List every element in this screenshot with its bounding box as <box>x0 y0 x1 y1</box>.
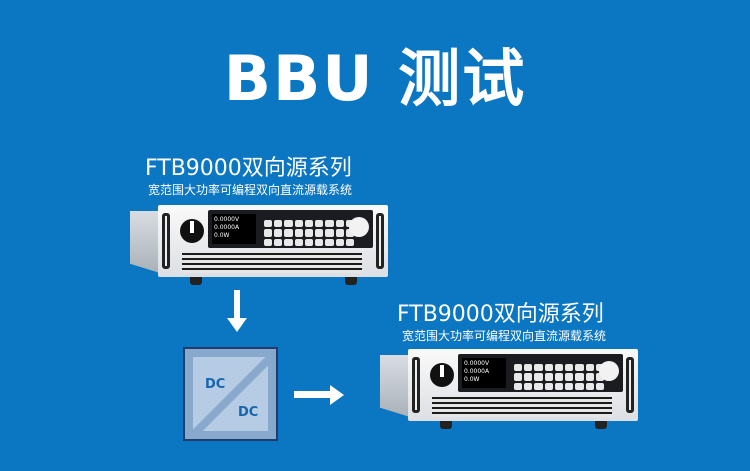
power-knob <box>180 219 204 243</box>
handle-right <box>376 213 384 269</box>
product-description-bottom: 宽范围大功率可编程双向直流源载系统 <box>402 329 607 343</box>
device-side <box>130 211 160 273</box>
dc-input-label: DC <box>205 377 226 392</box>
power-knob <box>430 363 454 387</box>
product-description-top: 宽范围大功率可编程双向直流源载系统 <box>148 183 353 197</box>
page-title: BBU 测试 <box>223 42 527 115</box>
arrow-right-icon <box>294 385 344 405</box>
lcd-voltage: 0.0000V <box>214 216 240 223</box>
lcd-current: 0.0000A <box>464 368 490 375</box>
arrow-down-icon <box>227 290 247 332</box>
vents <box>182 253 362 273</box>
lcd-voltage: 0.0000V <box>464 360 490 367</box>
product-name-top: FTB9000双向源系列 <box>145 156 352 181</box>
handle-right <box>626 357 634 413</box>
keypad <box>514 364 604 390</box>
handle-left <box>162 213 170 269</box>
device-side <box>380 355 410 417</box>
keypad <box>264 220 354 246</box>
dc-dc-converter: DC DC <box>183 347 278 441</box>
lcd-power: 0.0W <box>214 232 230 239</box>
vents <box>432 397 612 417</box>
foot <box>595 421 607 429</box>
rotary-dial <box>349 217 369 237</box>
lcd-power: 0.0W <box>464 376 480 383</box>
foot <box>345 277 357 285</box>
product-name-bottom: FTB9000双向源系列 <box>397 302 604 327</box>
lcd-current: 0.0000A <box>214 224 240 231</box>
rotary-dial <box>599 361 619 381</box>
foot <box>190 277 202 285</box>
foot <box>440 421 452 429</box>
dc-output-label: DC <box>238 405 259 420</box>
handle-left <box>412 357 420 413</box>
